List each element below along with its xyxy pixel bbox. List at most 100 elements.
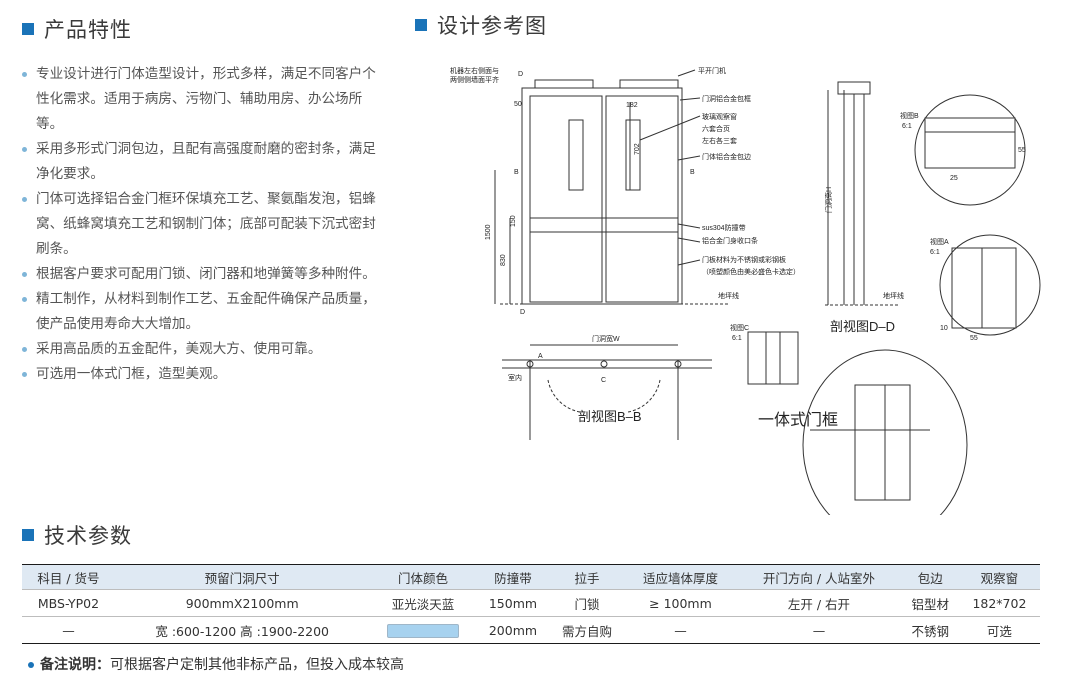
label-dim-702: 702 <box>634 143 641 155</box>
table-cell: 左开 / 右开 <box>736 589 902 617</box>
label-dim-1500: 1500 <box>485 224 492 240</box>
label-dim-50: 50 <box>514 101 522 108</box>
label-section-dd: 剖视图D–D <box>830 319 895 334</box>
table-cell: 200mm <box>476 616 550 644</box>
table-cell: 需方自购 <box>549 616 625 644</box>
label-dim-150: 150 <box>510 215 517 227</box>
params-title: 技术参数 <box>22 520 132 550</box>
design-title: 设计参考图 <box>415 10 547 40</box>
table-cell: 铝型材 <box>901 589 959 617</box>
table-header-row: 科目 / 货号 预留门洞尺寸 门体颜色 防撞带 拉手 适应墙体厚度 开门方向 /… <box>22 564 1040 590</box>
table-cell: 150mm <box>476 589 550 617</box>
label-motor-note-2: 两侧侧墙面平齐 <box>450 75 499 84</box>
bullet-dot-icon <box>28 662 34 668</box>
feature-item: 根据客户要求可配用门锁、闭门器和地弹簧等多种附件。 <box>22 262 387 287</box>
square-bullet-icon <box>22 529 34 541</box>
label-mark-d: D <box>518 71 523 78</box>
label-dim-55-a: 55 <box>970 335 978 342</box>
label-scale-a: 6:1 <box>930 249 940 256</box>
note-label: 备注说明： <box>40 657 110 673</box>
label-mark-a: A <box>538 353 543 360</box>
label-section-bb: 剖视图B–B <box>578 409 642 424</box>
design-drawing: 机器左右侧面与 两侧侧墙面平齐 D 平开门机 门洞铝合金包框 玻璃观察窗 六套合… <box>450 66 1041 515</box>
table-cell: 可选 <box>958 616 1040 644</box>
label-dim-182: 182 <box>626 102 638 109</box>
feature-item: 采用高品质的五金配件，美观大方、使用可靠。 <box>22 337 387 362</box>
label-mark-c: C <box>601 377 606 384</box>
label-glass-window: 玻璃观察窗 <box>702 112 737 121</box>
label-edge-strip: 铝合金门身收口条 <box>702 236 758 245</box>
label-scale-c: 6:1 <box>732 335 742 342</box>
header-cell: 预留门洞尺寸 <box>114 564 370 590</box>
note: 备注说明：可根据客户定制其他非标产品，但投入成本较高 <box>28 654 404 674</box>
label-motor-note-1: 机器左右侧面与 <box>450 66 499 75</box>
square-bullet-icon <box>415 19 427 31</box>
table-cell: MBS-YP02 <box>22 589 115 617</box>
header-cell: 防撞带 <box>476 564 550 590</box>
table-cell: 不锈钢 <box>901 616 959 644</box>
label-hinge-1: 六套合页 <box>702 124 730 133</box>
label-opening-width: 门洞宽W <box>592 334 620 343</box>
features-list: 专业设计进行门体造型设计，形式多样，满足不同客户个性化需求。适用于病房、污物门、… <box>22 62 387 387</box>
header-cell: 适应墙体厚度 <box>624 564 737 590</box>
header-cell: 开门方向 / 人站室外 <box>736 564 902 590</box>
features-title: 产品特性 <box>22 14 132 44</box>
params-title-text: 技术参数 <box>44 524 132 548</box>
label-floor-line2: 地坪线 <box>883 291 904 300</box>
door-motor-left <box>534 79 594 89</box>
square-bullet-icon <box>22 23 34 35</box>
door-motor-right <box>619 79 679 89</box>
table-cell: ≥ 100mm <box>624 589 737 617</box>
label-door-wrap: 门体铝合金包边 <box>702 152 751 161</box>
table-cell: 亚光淡天蓝 <box>369 589 477 617</box>
label-panel-note-2: （喷塑颜色由美必盛色卡选定） <box>702 267 800 276</box>
color-swatch-cell <box>369 616 477 644</box>
feature-item: 门体可选择铝合金门框环保填充工艺、聚氨酯发泡，铝蜂窝、纸蜂窝填充工艺和钢制门体；… <box>22 187 387 262</box>
label-hinge-2: 左右各三套 <box>702 136 737 145</box>
note-text: 可根据客户定制其他非标产品，但投入成本较高 <box>110 657 404 673</box>
label-mark-b-right: B <box>690 169 695 176</box>
label-view-a: 视图A <box>930 237 949 246</box>
label-bump-strip: sus304防撞带 <box>702 223 746 232</box>
feature-item: 采用多形式门洞包边，且配有高强度耐磨的密封条，满足净化要求。 <box>22 137 387 187</box>
label-view-c: 视图C <box>730 323 749 332</box>
header-cell: 科目 / 货号 <box>22 564 115 590</box>
label-dim-25: 25 <box>950 175 958 182</box>
features-title-text: 产品特性 <box>44 18 132 42</box>
design-title-text: 设计参考图 <box>437 14 547 38</box>
label-dim-10: 10 <box>940 325 948 332</box>
label-indoor: 室内 <box>508 373 522 382</box>
feature-item: 专业设计进行门体造型设计，形式多样，满足不同客户个性化需求。适用于病房、污物门、… <box>22 62 387 137</box>
table-cell: — <box>736 616 902 644</box>
label-dim-830: 830 <box>500 254 507 266</box>
table-cell: — <box>624 616 737 644</box>
label-panel-note-1: 门板材料为不锈钢或彩钢板 <box>702 255 786 264</box>
feature-item: 可选用一体式门框，造型美观。 <box>22 362 387 387</box>
params-table: 科目 / 货号 预留门洞尺寸 门体颜色 防撞带 拉手 适应墙体厚度 开门方向 /… <box>22 564 1040 644</box>
label-frame-wrap: 门洞铝合金包框 <box>702 94 751 103</box>
header-cell: 观察窗 <box>958 564 1040 590</box>
header-cell: 门体颜色 <box>369 564 477 590</box>
label-opening-height: 门洞高H <box>824 187 833 213</box>
label-flat-door: 平开门机 <box>698 66 726 75</box>
label-mark-d-bottom: D <box>520 309 525 316</box>
label-view-b: 视图B <box>900 111 919 120</box>
label-scale-b: 6:1 <box>902 123 912 130</box>
feature-item: 精工制作，从材料到制作工艺、五金配件确保产品质量，使产品使用寿命大大增加。 <box>22 287 387 337</box>
table-row: MBS-YP02 900mmX2100mm 亚光淡天蓝 150mm 门锁 ≥ 1… <box>22 589 1040 617</box>
label-mark-b-left: B <box>514 169 519 176</box>
label-integrated-frame: 一体式门框 <box>758 411 838 429</box>
table-cell: 900mmX2100mm <box>114 589 370 617</box>
door-leaf-right <box>605 95 679 303</box>
door-leaf-left <box>529 95 603 303</box>
header-cell: 拉手 <box>549 564 625 590</box>
table-row: — 宽 :600-1200 高 :1900-2200 200mm 需方自购 — … <box>22 616 1040 644</box>
table-cell: — <box>22 616 115 644</box>
label-floor-line: 地坪线 <box>718 291 739 300</box>
header-cell: 包边 <box>901 564 959 590</box>
table-cell: 门锁 <box>549 589 625 617</box>
color-swatch <box>387 623 460 638</box>
label-dim-55: 55 <box>1018 147 1026 154</box>
glass-window-left <box>568 119 584 191</box>
table-cell: 宽 :600-1200 高 :1900-2200 <box>114 616 370 644</box>
